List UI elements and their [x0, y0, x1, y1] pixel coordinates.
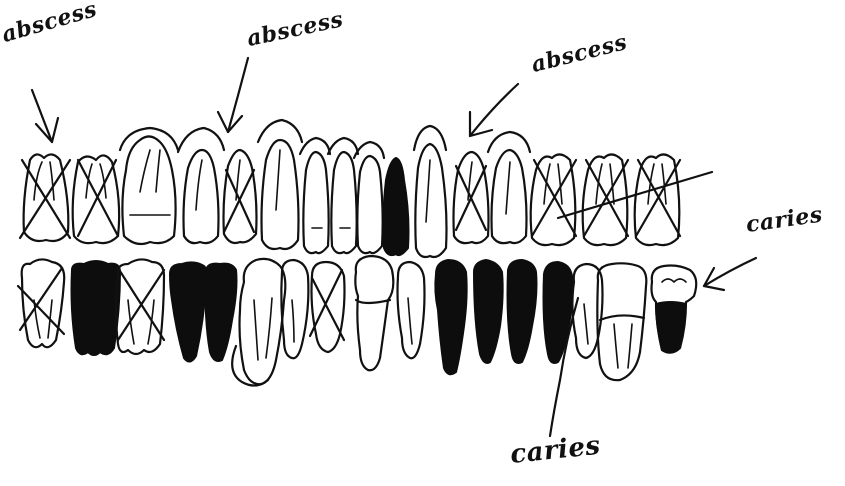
lower-tooth-10 — [398, 262, 425, 358]
lower-tooth-2-black — [72, 261, 121, 355]
lower-tooth-1-extracted — [18, 259, 64, 347]
lower-tooth-16 — [597, 263, 646, 380]
abscess-arrow-1 — [32, 90, 58, 142]
lower-tooth-11-black — [435, 260, 466, 374]
lower-tooth-5-black — [206, 264, 237, 361]
lower-tooth-8-extracted — [310, 262, 345, 352]
lower-tooth-4-black — [170, 262, 207, 361]
upper-tooth-16-extracted — [635, 154, 680, 245]
upper-tooth-4 — [178, 128, 224, 243]
upper-arch — [20, 120, 712, 257]
upper-tooth-12-abscess — [454, 152, 489, 243]
lower-tooth-12-black — [474, 260, 503, 363]
lower-tooth-3-extracted — [116, 259, 164, 354]
upper-tooth-10-black — [383, 158, 408, 255]
lower-tooth-17-caries — [652, 266, 697, 353]
abscess-arrow-3 — [470, 84, 518, 136]
lower-tooth-7 — [281, 260, 308, 358]
lower-tooth-13-black — [508, 260, 537, 363]
lower-tooth-9 — [355, 256, 393, 370]
upper-tooth-3 — [120, 128, 178, 244]
upper-tooth-8 — [328, 138, 358, 253]
upper-tooth-5-abscess — [224, 150, 257, 243]
caries-arrow-right — [704, 258, 756, 290]
abscess-arrow-2 — [218, 58, 248, 132]
lower-tooth-14-black — [544, 262, 573, 363]
lower-arch — [18, 256, 696, 386]
lower-tooth-6 — [232, 259, 285, 386]
upper-tooth-1-extracted — [20, 154, 70, 241]
upper-tooth-6 — [258, 120, 302, 249]
upper-tooth-9 — [354, 142, 384, 253]
upper-tooth-14-extracted — [531, 154, 576, 245]
upper-tooth-11 — [414, 126, 447, 257]
upper-tooth-13 — [488, 132, 530, 243]
upper-tooth-7 — [300, 138, 330, 253]
upper-tooth-2-extracted — [73, 155, 119, 243]
